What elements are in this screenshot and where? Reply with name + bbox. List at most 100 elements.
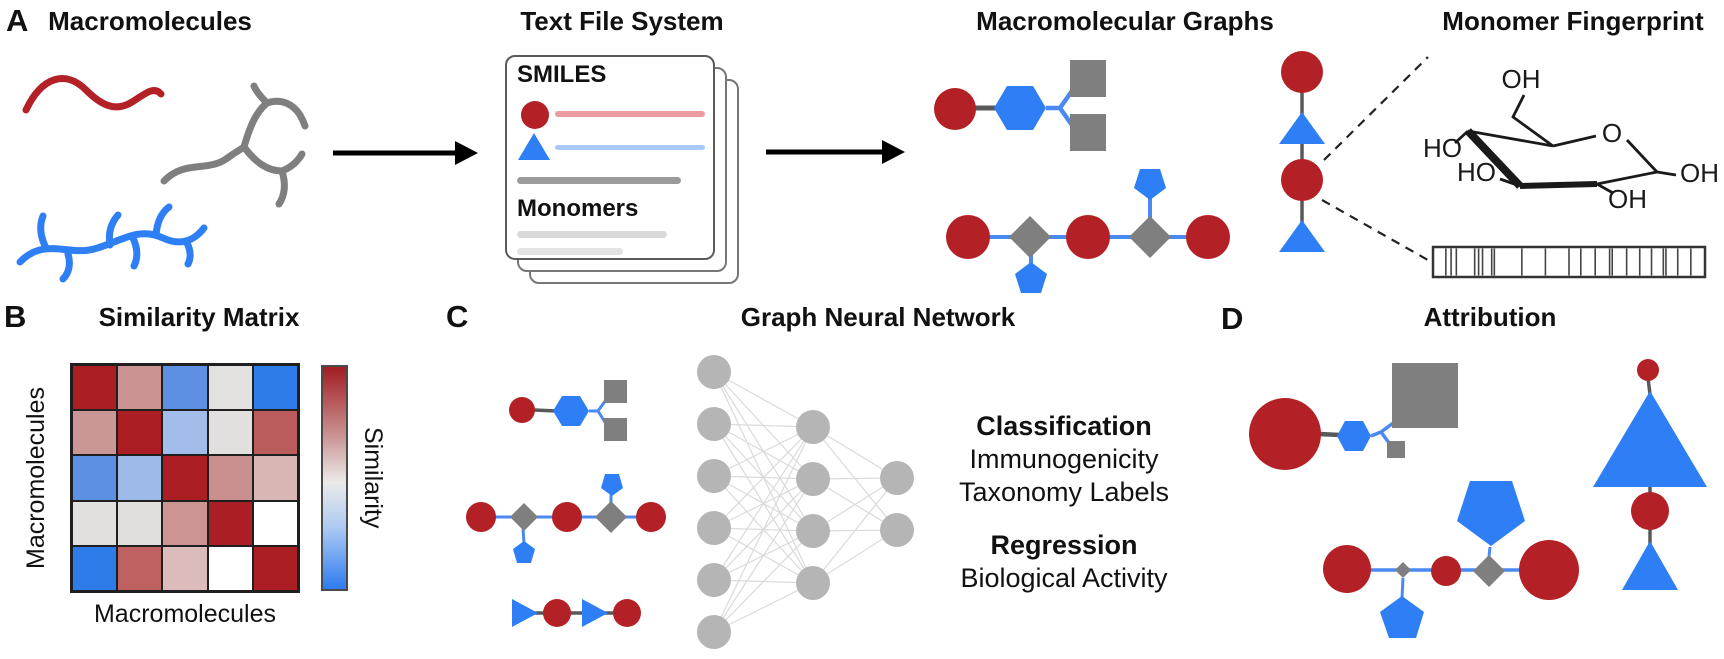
monomer-circle — [1281, 159, 1323, 201]
nn-edge — [812, 477, 898, 584]
matrix-cell-3-1 — [117, 500, 163, 546]
monomer-hexagon — [553, 396, 589, 426]
monomer-string-2 — [517, 248, 623, 255]
panel-a-label: A — [6, 3, 29, 38]
matrix-cell-1-1 — [117, 410, 163, 456]
attribution-graph-branched — [1249, 363, 1458, 470]
text-file-card: SMILES Monomers — [505, 55, 715, 260]
nn-node-layer-0 — [697, 511, 731, 545]
nn-node-layer-0 — [697, 563, 731, 597]
attributed-circle-medium — [1323, 545, 1371, 593]
monomer-diamond — [1129, 216, 1171, 258]
classification-item: Taxonomy Labels — [958, 477, 1170, 507]
nn-node-layer-1 — [796, 462, 830, 496]
gnn-title: Graph Neural Network — [740, 302, 1016, 332]
similarity-colorbar — [321, 365, 348, 591]
nn-node-layer-0 — [697, 615, 731, 649]
nn-edge — [713, 371, 814, 428]
panel-a-title: Macromolecules — [48, 6, 252, 36]
callout-dashed-line — [1321, 199, 1443, 269]
glucose-structure: OH O HO HO OH OH — [1423, 64, 1719, 214]
attributed-square-small — [1387, 441, 1405, 458]
monomer-fingerprint-title: Monomer Fingerprint — [1442, 6, 1704, 36]
monomer-pentagon — [513, 541, 535, 563]
arrow-files-to-graphs — [766, 140, 905, 164]
matrix-cell-1-0 — [72, 410, 118, 456]
panel-b-label: B — [4, 299, 27, 334]
monomer-circle — [1186, 215, 1230, 259]
glucose-ho-left-label: HO — [1423, 133, 1462, 163]
monomer-triangle — [1279, 220, 1325, 252]
monomer-diamond — [595, 501, 627, 533]
monomer-square — [604, 418, 627, 441]
attributed-hexagon-small — [1337, 421, 1371, 451]
smiles-gray-string — [517, 177, 681, 184]
attributed-pentagon-medium — [1380, 596, 1424, 638]
arrowhead-icon — [455, 141, 478, 165]
monomer-circle — [934, 88, 976, 130]
regression-heading: Regression — [990, 530, 1138, 560]
monomer-hexagon — [994, 86, 1046, 130]
red-polymer-squiggle — [22, 75, 165, 114]
attributed-circle-large — [1519, 540, 1579, 600]
matrix-cell-0-3 — [207, 365, 253, 411]
smiles-blue-string — [555, 145, 705, 150]
attributed-triangle-small — [1622, 541, 1678, 590]
gnn-input-graph-chain — [466, 474, 666, 563]
arrowhead-icon — [882, 140, 905, 164]
attribution-graph-vertical — [1593, 359, 1707, 590]
attributed-circle-medium — [1631, 492, 1669, 530]
fingerprint-barcode — [1431, 245, 1707, 279]
matrix-cell-4-2 — [162, 545, 208, 591]
monomer-circle — [946, 215, 990, 259]
matrix-cell-3-2 — [162, 500, 208, 546]
attribution-graph-chain — [1323, 481, 1579, 638]
matrix-cell-2-4 — [252, 455, 298, 501]
attributed-diamond-medium — [1473, 555, 1505, 587]
nn-edge — [713, 426, 814, 477]
matrix-cell-4-3 — [207, 545, 253, 591]
monomer-triangle — [1279, 112, 1325, 144]
monomer-triangle — [582, 599, 608, 627]
neural-network — [697, 355, 914, 649]
attributed-triangle-large — [1593, 391, 1707, 487]
matrix-cell-3-4 — [252, 500, 298, 546]
attributed-square-large — [1392, 363, 1458, 428]
matrix-cell-3-0 — [72, 500, 118, 546]
glucose-oh-right-label: OH — [1680, 158, 1719, 188]
macromolecular-graph-branched — [934, 60, 1106, 151]
attribution-title: Attribution — [1423, 302, 1557, 332]
nn-node-layer-0 — [697, 407, 731, 441]
monomer-string-1 — [517, 231, 667, 238]
nn-node-layer-1 — [796, 514, 830, 548]
matrix-cell-0-0 — [72, 365, 118, 411]
nn-edge — [713, 478, 814, 633]
nn-edge — [713, 426, 814, 581]
nn-edge — [713, 426, 814, 633]
nn-node-layer-0 — [697, 459, 731, 493]
matrix-cell-0-4 — [252, 365, 298, 411]
text-file-system-title: Text File System — [520, 6, 724, 36]
matrix-cell-0-2 — [162, 365, 208, 411]
matrix-cell-4-0 — [72, 545, 118, 591]
monomer-pentagon — [1134, 169, 1166, 200]
gray-branched-polymer-squiggle — [160, 82, 309, 208]
matrix-cell-0-1 — [117, 365, 163, 411]
classification-heading: Classification — [976, 411, 1152, 441]
regression-item: Biological Activity — [960, 563, 1168, 593]
monomer-pentagon — [601, 474, 623, 496]
panel-c-label: C — [446, 299, 469, 334]
matrix-cell-1-3 — [207, 410, 253, 456]
arrow-macromolecules-to-files — [333, 141, 478, 165]
macromolecule-squiggles — [16, 75, 309, 283]
similarity-matrix-title: Similarity Matrix — [98, 302, 300, 332]
matrix-cell-4-4 — [252, 545, 298, 591]
macromolecular-graphs-title: Macromolecular Graphs — [976, 6, 1274, 36]
smiles-red-string — [555, 111, 705, 117]
glucose-oh-top-label: OH — [1502, 64, 1541, 94]
monomers-heading: Monomers — [517, 195, 639, 222]
triangle-monomer-icon — [518, 133, 550, 160]
macromolecular-graph-chain — [946, 169, 1230, 293]
